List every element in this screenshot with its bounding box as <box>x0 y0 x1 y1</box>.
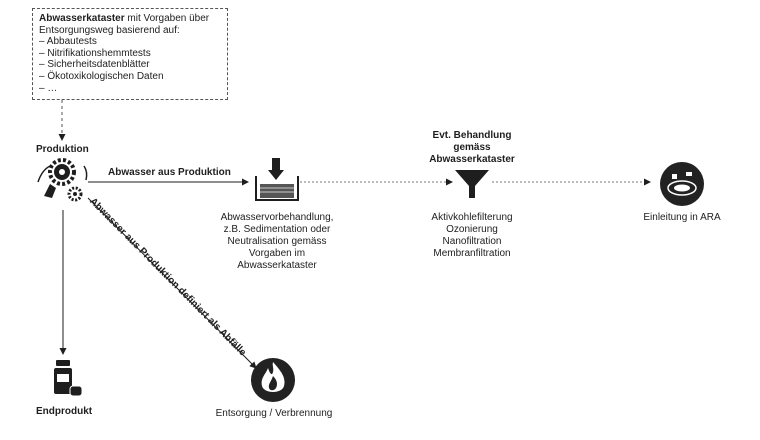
sedimentation-tank-icon <box>255 158 299 201</box>
endprodukt-label: Endprodukt <box>36 406 93 417</box>
treatment-methods: Aktivkohlefilterung Ozonierung Nanofiltr… <box>412 212 532 260</box>
treatment-title-line: gemäss <box>453 142 491 153</box>
disposal-label: Entsorgung / Verbrennung <box>215 408 333 419</box>
ara-label: Einleitung in ARA <box>643 212 721 223</box>
info-box-title: Abwasserkataster <box>39 13 125 24</box>
info-box-list: Abbautests Nitrifikationshemmtests Siche… <box>39 36 221 94</box>
info-box-item: Nitrifikationshemmtests <box>39 48 221 60</box>
flame-icon <box>251 358 295 402</box>
pretreatment-line: z.B. Sedimentation oder <box>223 224 331 235</box>
pretreatment-line: Abwasserkataster <box>237 260 317 271</box>
abwasserkataster-info-box: Abwasserkataster mit Vorgaben über Entso… <box>32 8 228 100</box>
medicine-bottle-icon <box>54 360 83 397</box>
info-box-item: Abbautests <box>39 36 221 48</box>
treatment-title-line: Evt. Behandlung <box>432 130 512 141</box>
treatment-title: Evt. Behandlung gemäss Abwasserkataster <box>412 130 532 166</box>
production-gears-icon <box>37 158 88 202</box>
pretreatment-line: Vorgaben im <box>248 248 306 259</box>
ara-treatment-plant-icon <box>660 162 704 206</box>
info-box-item: … <box>39 83 221 95</box>
production-label: Produktion <box>36 144 89 155</box>
edge-label-wastewater: Abwasser aus Produktion <box>108 167 231 178</box>
treatment-method: Nanofiltration <box>442 236 502 247</box>
treatment-method: Membranfiltration <box>433 248 511 259</box>
treatment-method: Aktivkohlefilterung <box>431 212 513 223</box>
info-box-title-rest: mit Vorgaben über Entsorgungsweg basiere… <box>39 13 210 36</box>
treatment-title-line: Abwasserkataster <box>429 154 515 165</box>
filter-funnel-icon <box>455 170 489 198</box>
edge-production-to-disposal <box>87 197 257 369</box>
info-box-item: Sicherheitsdatenblätter <box>39 59 221 71</box>
pretreatment-line: Abwasservorbehandlung, <box>220 212 334 223</box>
pretreatment-line: Neutralisation gemäss <box>227 236 327 247</box>
treatment-method: Ozonierung <box>446 224 498 235</box>
info-box-item: Ökotoxikologischen Daten <box>39 71 221 83</box>
info-box-heading: Abwasserkataster mit Vorgaben über Entso… <box>39 13 221 36</box>
pretreatment-label: Abwasservorbehandlung, z.B. Sedimentatio… <box>206 212 348 272</box>
